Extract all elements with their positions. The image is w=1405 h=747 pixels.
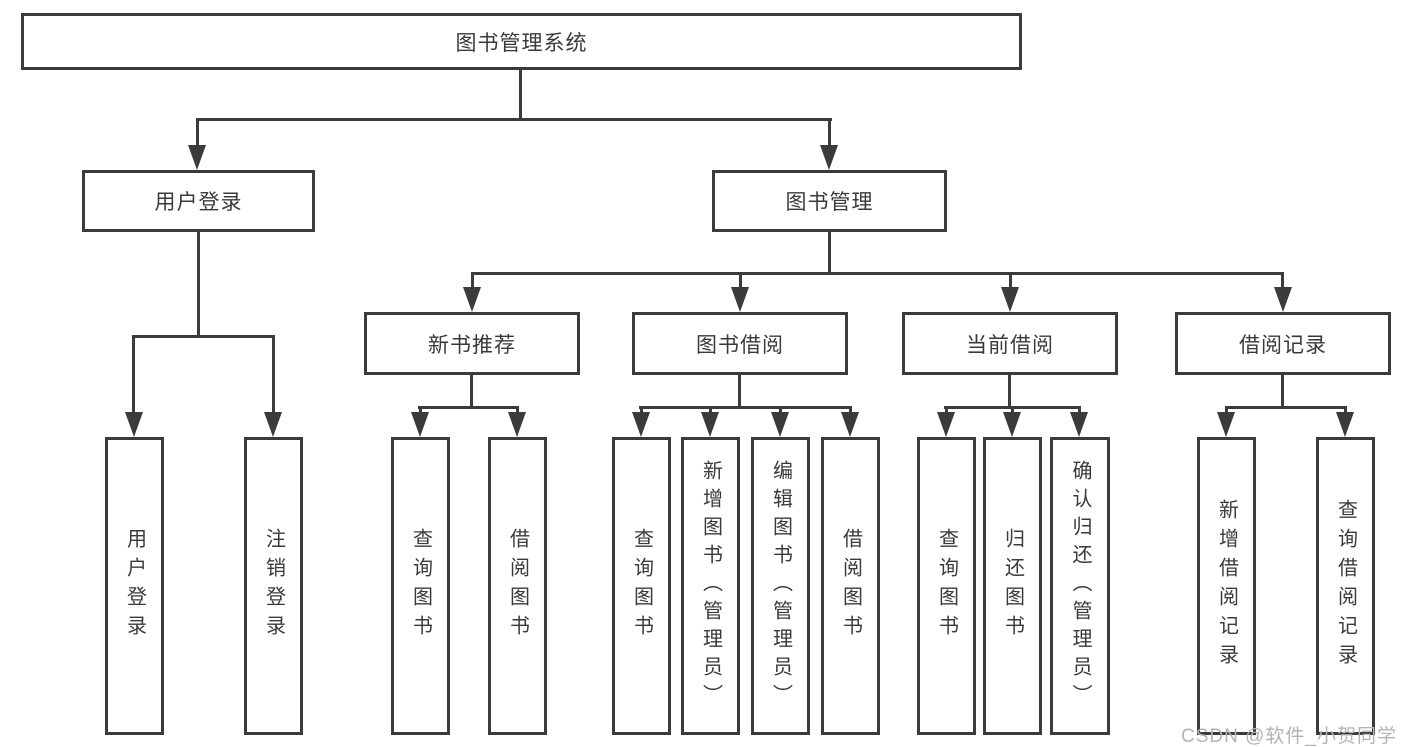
connector-arrowhead [508,412,526,437]
connector-line [471,272,474,290]
leaf-search-books-recommend: 查询图书 [391,437,450,735]
connector-line [1078,406,1081,416]
connector-arrowhead [411,412,429,437]
leaf-user-login-label: 用户登录 [123,528,146,644]
connector-arrowhead [264,412,282,437]
connector-line [1009,272,1012,290]
connector-arrowhead [1274,287,1292,312]
connector-arrowhead [632,412,650,437]
connector-line [471,272,1284,275]
node-library-system: 图书管理系统 [21,13,1022,70]
connector-line [519,70,522,120]
leaf-search-books-recommend-label: 查询图书 [409,528,432,644]
connector-arrowhead [1001,287,1019,312]
connector-arrowhead [937,412,955,437]
node-current-borrowing-label: 当前借阅 [966,333,1054,357]
leaf-user-login: 用户登录 [105,437,164,735]
connector-line [196,118,199,148]
connector-line [709,406,712,416]
leaf-add-books-admin-label: 新增图书（管理员） [699,460,722,712]
leaf-add-borrow-record-label: 新增借阅记录 [1215,499,1238,673]
connector-line [828,118,831,148]
connector-line [739,272,742,290]
csdn-watermark: CSDN @软件_小贺同学 [1181,726,1397,747]
leaf-search-borrow-record: 查询借阅记录 [1316,437,1375,735]
node-borrowing-records: 借阅记录 [1175,312,1391,375]
leaf-borrow-books-borrowing: 借阅图书 [821,437,880,735]
connector-line [945,406,948,416]
connector-arrowhead [1003,412,1021,437]
node-user-login-label: 用户登录 [154,191,243,214]
connector-line [196,118,832,121]
connector-arrowhead [820,145,838,170]
connector-arrowhead [188,145,206,170]
leaf-add-books-admin: 新增图书（管理员） [681,437,740,735]
node-new-book-recommendation-label: 新书推荐 [428,333,516,357]
connector-arrowhead [1336,412,1354,437]
node-book-management-label: 图书管理 [785,191,874,214]
leaf-logout-login-label: 注销登录 [262,528,285,644]
connector-line [197,232,200,338]
connector-line [849,406,852,416]
leaf-logout-login: 注销登录 [244,437,303,735]
connector-arrowhead [1217,412,1235,437]
leaf-search-books-borrowing-label: 查询图书 [630,528,653,644]
leaf-add-borrow-record: 新增借阅记录 [1197,437,1256,735]
connector-line [419,406,422,416]
connector-line [738,375,741,408]
node-library-system-label: 图书管理系统 [455,31,588,55]
connector-line [1225,406,1346,409]
connector-arrowhead [731,287,749,312]
leaf-return-books: 归还图书 [983,437,1042,735]
connector-line [779,406,782,416]
leaf-confirm-return-admin-label: 确认归还（管理员） [1069,460,1091,712]
connector-arrowhead [701,412,719,437]
connector-arrowhead [841,412,859,437]
leaf-search-books-current: 查询图书 [917,437,976,735]
connector-line [470,375,473,408]
connector-line [828,232,831,272]
connector-line [1281,375,1284,408]
leaf-return-books-label: 归还图书 [1001,528,1024,644]
node-borrowing-records-label: 借阅记录 [1239,333,1327,357]
connector-line [640,406,643,416]
connector-line [639,406,852,409]
leaf-borrow-books-recommend: 借阅图书 [488,437,547,735]
connector-line [516,406,519,416]
node-user-login: 用户登录 [82,170,315,232]
leaf-confirm-return-admin: 确认归还（管理员） [1050,437,1110,735]
connector-line [418,406,519,409]
connector-line [1008,375,1011,408]
leaf-edit-books-admin: 编辑图书（管理员） [751,437,810,735]
connector-arrowhead [1070,412,1088,437]
node-book-borrowing: 图书借阅 [632,312,848,375]
leaf-borrow-books-borrowing-label: 借阅图书 [839,528,862,644]
connector-line [1225,406,1228,416]
connector-arrowhead [771,412,789,437]
node-book-borrowing-label: 图书借阅 [696,333,784,357]
leaf-edit-books-admin-label: 编辑图书（管理员） [769,460,792,712]
leaf-search-books-current-label: 查询图书 [935,528,958,644]
connector-line [132,335,275,338]
connector-line [1344,406,1347,416]
connector-arrowhead [463,287,481,312]
node-current-borrowing: 当前借阅 [902,312,1118,375]
connector-line [272,335,275,414]
connector-line [1281,272,1284,290]
connector-line [1011,406,1014,416]
node-new-book-recommendation: 新书推荐 [364,312,580,375]
leaf-search-borrow-record-label: 查询借阅记录 [1334,499,1357,673]
node-book-management: 图书管理 [712,170,947,232]
leaf-search-books-borrowing: 查询图书 [612,437,671,735]
leaf-borrow-books-recommend-label: 借阅图书 [506,528,529,644]
connector-arrowhead [125,412,143,437]
connector-line [132,335,135,414]
